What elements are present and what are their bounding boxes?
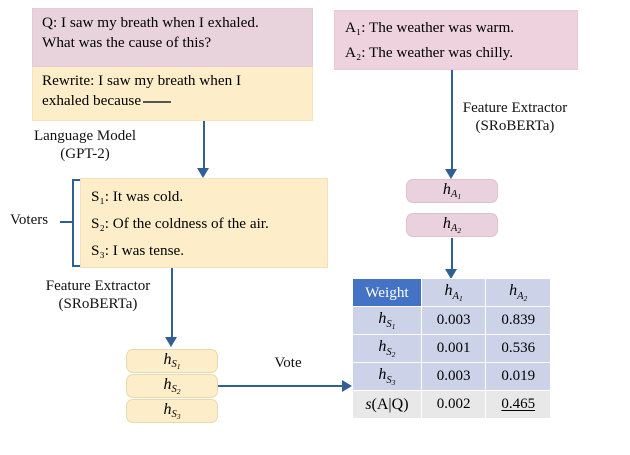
feature-extractor-right-line-1: Feature Extractor <box>462 100 568 116</box>
rewrite-line-1: Rewrite: I saw my breath when I <box>42 72 242 89</box>
table-cell-hs2-ha1: 0.001 <box>420 334 487 363</box>
arrow-table-head-icon <box>445 269 457 279</box>
answer-vector-pill-1: hA1 <box>406 179 498 203</box>
voters-label: Voters <box>10 212 49 228</box>
table-header-ha1: hA1 <box>420 278 487 307</box>
arrow-fe-right-line <box>451 70 453 170</box>
vote-label: Vote <box>274 355 302 371</box>
question-box: Q: I saw my breath when I exhaled. What … <box>32 8 313 67</box>
table-cell-hs3-ha1: 0.003 <box>420 362 487 391</box>
voters-bracket-stem-icon <box>60 221 73 223</box>
rewrite-line-2-text: exhaled because <box>42 91 142 109</box>
arrow-vote-line <box>218 385 343 387</box>
table-cell-score-ha1: 0.002 <box>420 390 487 419</box>
table-header-row: Weight hA1 hA2 <box>352 278 551 307</box>
table-cell-hs1-ha1: 0.003 <box>420 306 487 335</box>
arrow-table-line <box>451 238 453 270</box>
sentence-vector-pill-1: hS1 <box>126 349 218 373</box>
table-cell-hs1-ha2: 0.839 <box>485 306 551 335</box>
table-row-label-hs1: hS1 <box>352 306 422 335</box>
answer-vector-label-1: hA1 <box>442 180 462 202</box>
table-cell-hs3-ha2: 0.019 <box>485 362 551 391</box>
table-row: hS2 0.001 0.536 <box>352 334 551 363</box>
sentence-vector-label-2: hS2 <box>163 375 181 397</box>
blank-slot-icon <box>143 100 172 103</box>
voters-bracket-icon <box>72 179 81 267</box>
arrow-fe-right-head-icon <box>445 169 457 179</box>
sentence-2: S₂: Of the coldness of the air. <box>91 215 269 233</box>
sentence-3: S₃: I was tense. <box>91 242 185 260</box>
table-score-row: s(A|Q) 0.002 0.465 <box>352 390 551 419</box>
answer-1: A₁: The weather was warm. <box>345 19 515 36</box>
arrow-fe-left-head-icon <box>165 337 177 347</box>
feature-extractor-right-label: Feature Extractor (SRoBERTa) <box>430 100 600 135</box>
table-header-ha2: hA2 <box>485 278 551 307</box>
feature-extractor-left-line-2: (SRoBERTa) <box>58 295 138 312</box>
weight-table: Weight hA1 hA2 hS1 0.003 0.839 hS2 0.001… <box>352 278 551 419</box>
feature-extractor-right-line-2: (SRoBERTa) <box>475 117 555 134</box>
table-row: hS1 0.003 0.839 <box>352 306 551 335</box>
table-row-label-hs2: hS2 <box>352 334 422 363</box>
language-model-label: Language Model (GPT-2) <box>10 128 160 163</box>
sentence-vector-pill-3: hS3 <box>126 399 218 423</box>
table-row-label-hs3: hS3 <box>352 362 422 391</box>
table-cell-hs2-ha2: 0.536 <box>485 334 551 363</box>
table-header-weight: Weight <box>352 278 422 307</box>
language-model-line-2: (GPT-2) <box>60 145 110 162</box>
answer-vector-pill-2: hA2 <box>406 213 498 237</box>
table-row-label-score: s(A|Q) <box>352 390 422 419</box>
voters-sentences-box: S₁: It was cold. S₂: Of the coldness of … <box>80 178 328 268</box>
arrow-lm-head-icon <box>197 168 209 178</box>
rewrite-line-2: exhaled because <box>42 91 304 111</box>
sentence-vector-pill-2: hS2 <box>126 374 218 398</box>
arrow-fe-left-line <box>171 268 173 338</box>
table-cell-score-ha2: 0.465 <box>485 390 551 419</box>
answer-2: A₂: The weather was chilly. <box>345 43 514 61</box>
table-row: hS3 0.003 0.019 <box>352 362 551 391</box>
language-model-line-1: Language Model <box>33 128 137 144</box>
arrow-vote-head-icon <box>342 380 352 392</box>
feature-extractor-left-line-1: Feature Extractor <box>45 278 151 294</box>
arrow-lm-line <box>203 121 205 169</box>
sentence-1: S₁: It was cold. <box>91 188 184 205</box>
answers-box: A₁: The weather was warm. A₂: The weathe… <box>334 10 578 70</box>
rewrite-box: Rewrite: I saw my breath when I exhaled … <box>32 67 313 121</box>
sentence-vector-label-1: hS1 <box>163 350 181 372</box>
sentence-vector-label-3: hS3 <box>163 400 181 422</box>
feature-extractor-left-label: Feature Extractor (SRoBERTa) <box>18 278 178 313</box>
question-line-2: What was the cause of this? <box>42 33 212 51</box>
answer-vector-label-2: hA2 <box>442 214 462 236</box>
question-line-1: Q: I saw my breath when I exhaled. <box>42 14 259 31</box>
